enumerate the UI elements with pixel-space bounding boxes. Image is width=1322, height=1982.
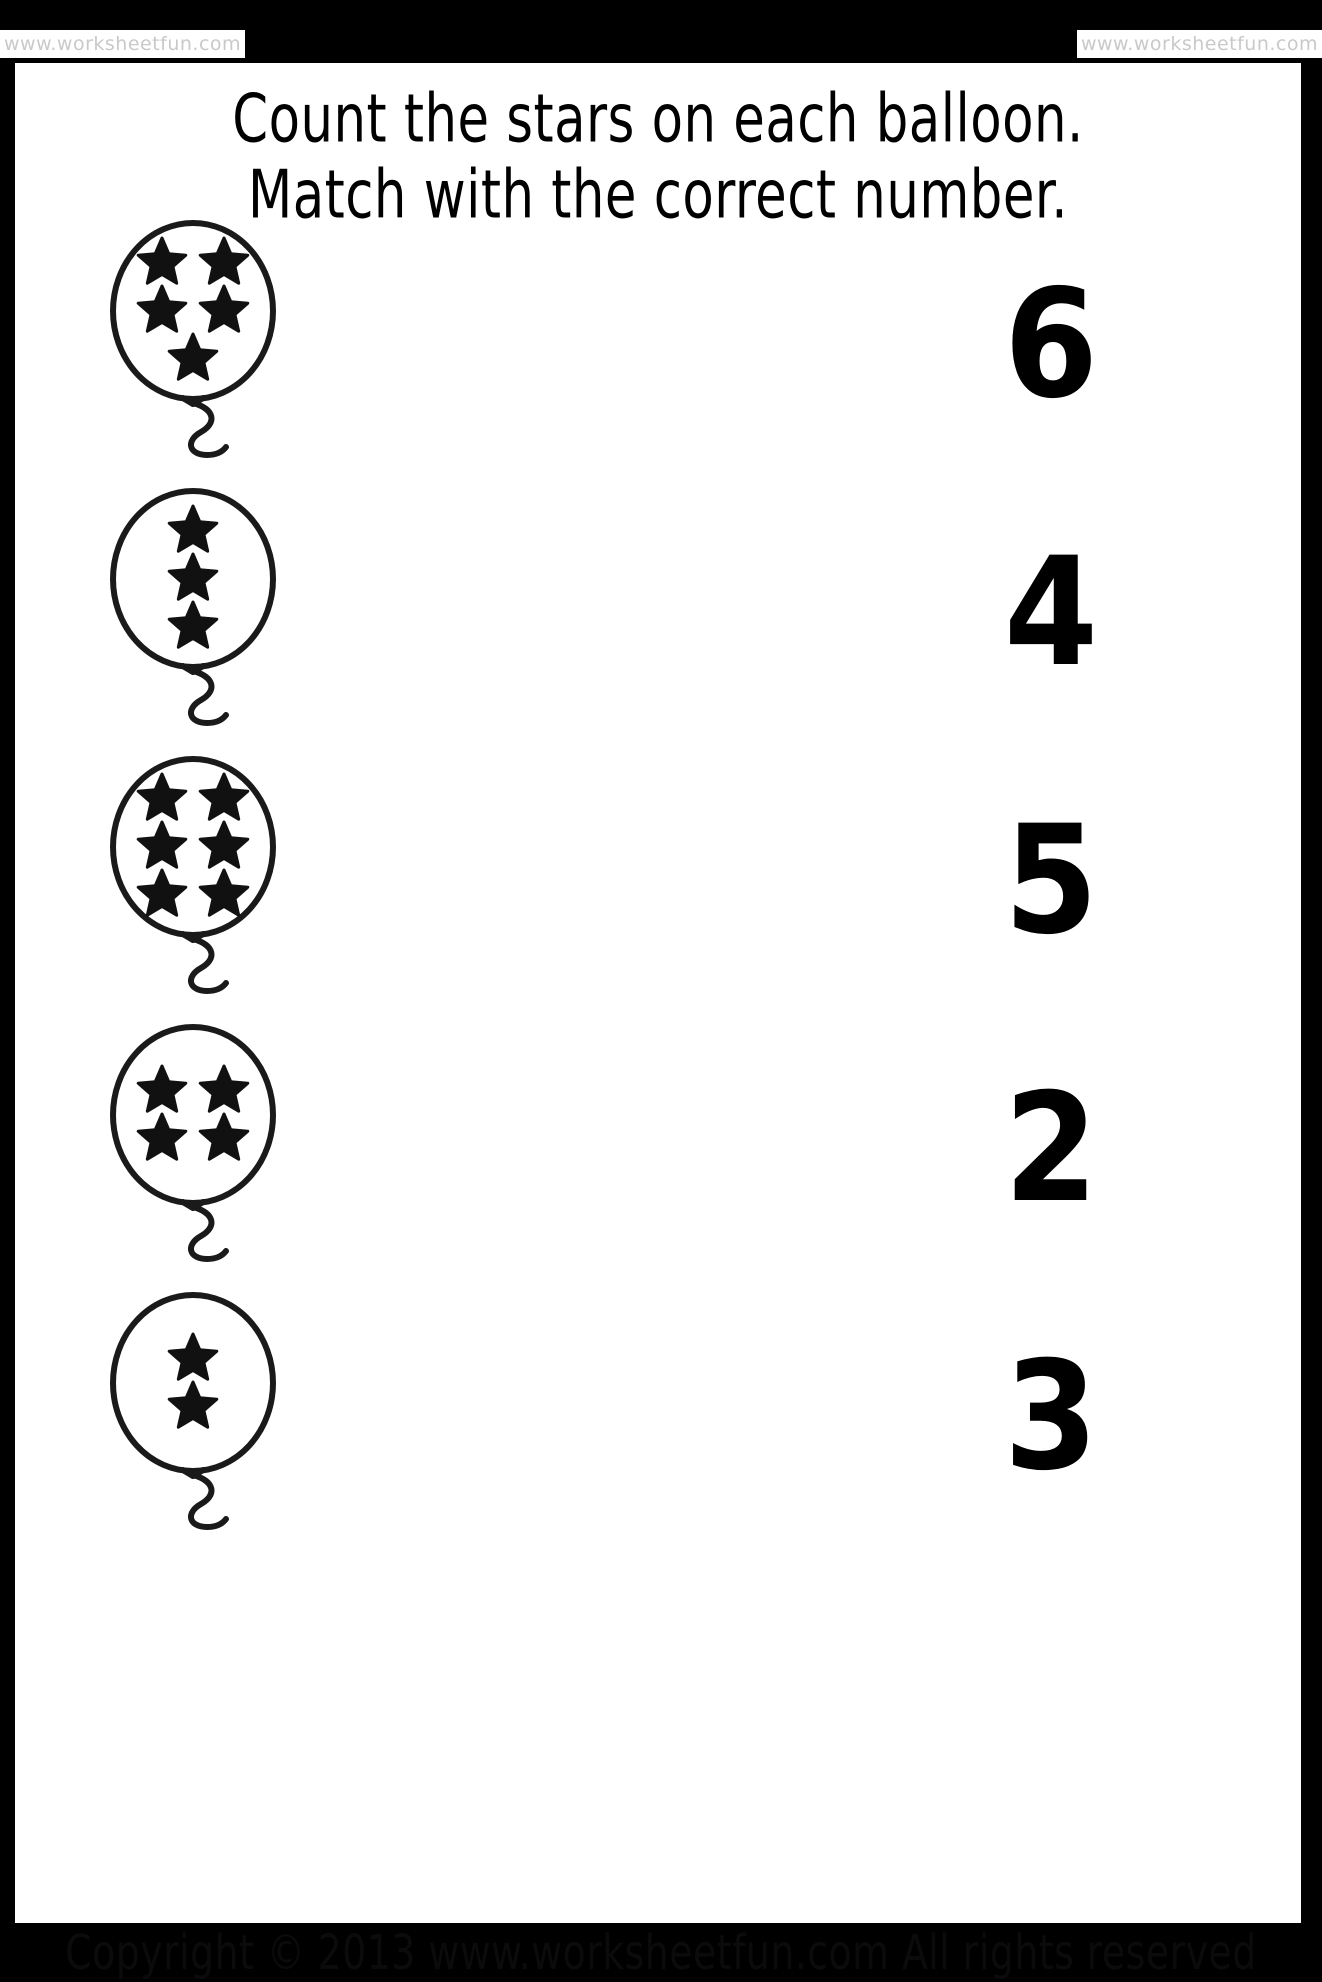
number-label: 4 — [1004, 526, 1098, 700]
watermark-top-right: www.worksheetfun.com — [1076, 30, 1322, 58]
number-choice-5[interactable]: 3 — [971, 1283, 1131, 1551]
balloon-5[interactable] — [93, 1283, 293, 1551]
balloon-string — [188, 936, 229, 995]
star-icon — [167, 1380, 219, 1429]
exercise-row: 4 — [15, 479, 1301, 747]
exercise-row: 3 — [15, 1283, 1301, 1551]
star-icon — [198, 772, 250, 821]
instruction-line-1: Count the stars on each balloon. — [232, 80, 1084, 158]
balloon-string — [188, 400, 229, 459]
star-icon — [167, 552, 219, 601]
number-label: 2 — [1004, 1062, 1098, 1236]
number-label: 3 — [1004, 1330, 1098, 1504]
star-icon — [167, 600, 219, 649]
number-choice-2[interactable]: 4 — [971, 479, 1131, 747]
star-icon — [136, 284, 188, 333]
balloon-3[interactable] — [93, 747, 293, 1015]
balloon-string — [188, 668, 229, 727]
number-label: 6 — [1004, 258, 1098, 432]
watermark-top-center: www.worksheetfun.com — [338, 0, 985, 58]
balloon-body — [110, 220, 276, 402]
balloon-body — [110, 1292, 276, 1474]
worksheet-sheet: Count the stars on each balloon. Match w… — [10, 58, 1306, 1928]
number-label: 5 — [1004, 794, 1098, 968]
balloon-1[interactable] — [93, 211, 293, 479]
star-icon — [198, 1064, 250, 1113]
instruction-line-2: Match with the correct number. — [247, 156, 1069, 234]
balloon-body — [110, 1024, 276, 1206]
star-icon — [136, 868, 188, 917]
watermark-top-left: www.worksheetfun.com — [0, 30, 246, 58]
balloon-string — [188, 1204, 229, 1263]
copyright-text: Copyright © 2013 www.worksheetfun.com Al… — [65, 1928, 1257, 1981]
exercise-row: 2 — [15, 1015, 1301, 1283]
number-choice-3[interactable]: 5 — [971, 747, 1131, 1015]
star-icon — [198, 1112, 250, 1161]
star-icon — [136, 820, 188, 869]
star-icon — [198, 820, 250, 869]
worksheet-instructions: Count the stars on each balloon. Match w… — [15, 80, 1301, 234]
number-choice-4[interactable]: 2 — [971, 1015, 1131, 1283]
balloon-body — [110, 488, 276, 670]
exercise-row: 5 — [15, 747, 1301, 1015]
exercise-row: 6 — [15, 211, 1301, 479]
top-watermark-band: www.worksheetfun.com www.worksheetfun.co… — [0, 0, 1322, 58]
star-icon — [136, 1112, 188, 1161]
star-icon — [167, 332, 219, 381]
star-icon — [198, 284, 250, 333]
star-icon — [136, 772, 188, 821]
footer-band: Copyright © 2013 www.worksheetfun.com Al… — [0, 1928, 1322, 1982]
star-icon — [167, 504, 219, 553]
number-choice-1[interactable]: 6 — [971, 211, 1131, 479]
balloon-2[interactable] — [93, 479, 293, 747]
balloon-4[interactable] — [93, 1015, 293, 1283]
exercise-rows: 6 4 5 2 3 — [15, 211, 1301, 1551]
balloon-body — [110, 756, 276, 938]
balloon-string — [188, 1472, 229, 1531]
star-icon — [136, 236, 188, 285]
star-icon — [136, 1064, 188, 1113]
star-icon — [167, 1332, 219, 1381]
star-icon — [198, 236, 250, 285]
star-icon — [198, 868, 250, 917]
